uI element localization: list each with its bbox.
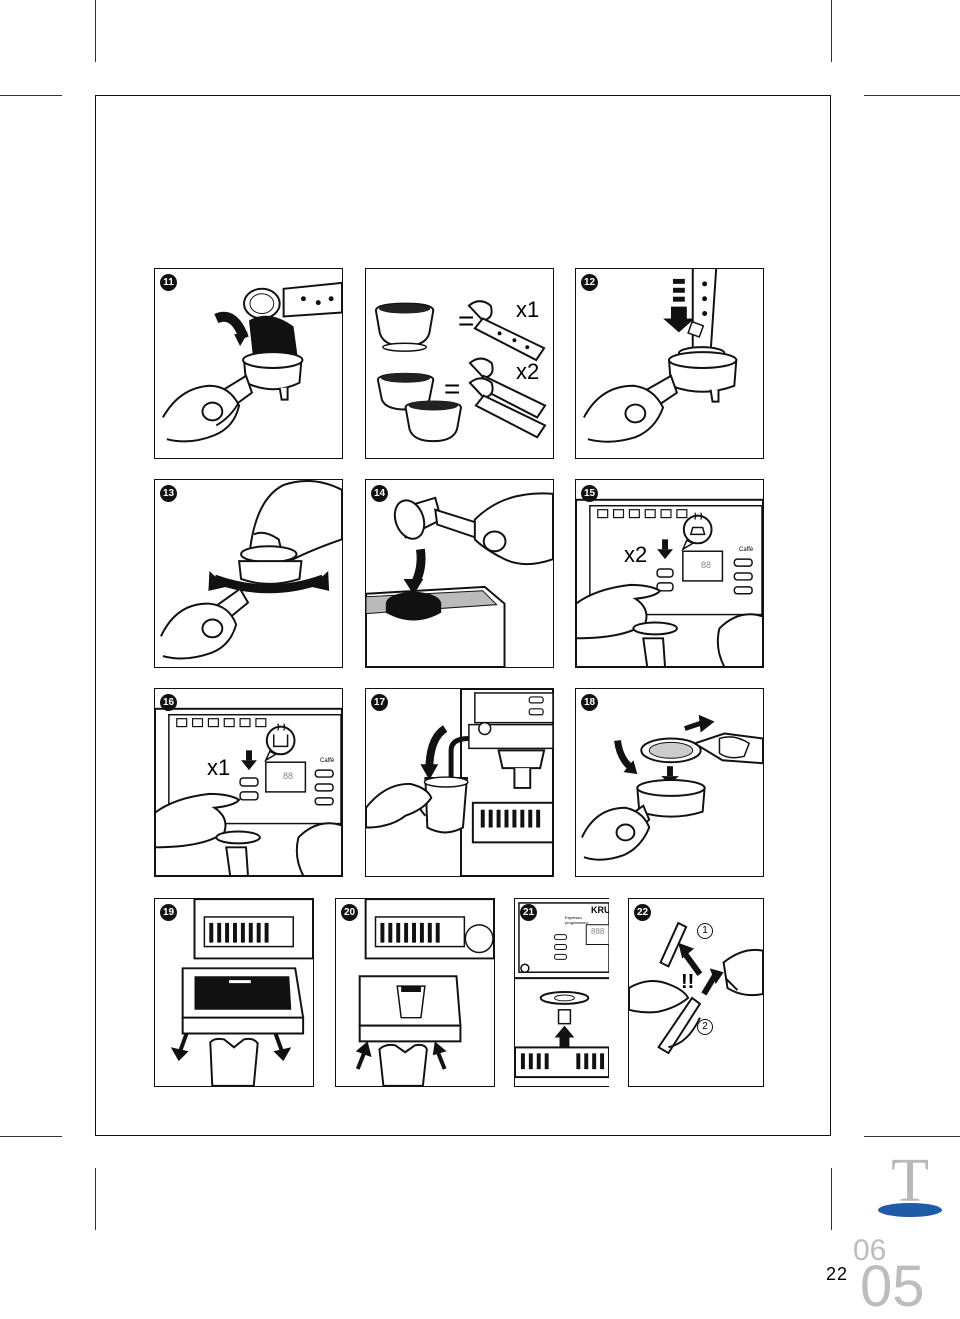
section-number-big: 05 xyxy=(860,1254,925,1319)
tamp-illustration xyxy=(583,269,738,443)
steam-wand-illustration xyxy=(366,689,553,876)
single-press-label: x1 xyxy=(207,755,231,780)
step-number: 20 xyxy=(341,904,358,921)
crop-mark xyxy=(864,1136,960,1137)
program-label: Espresso programmed xyxy=(565,915,588,925)
brand-logo-oval xyxy=(878,1203,942,1217)
panel-dose-guide: = x1 = x2 xyxy=(365,268,554,459)
remove-tray-illustration xyxy=(170,899,313,1086)
crop-mark xyxy=(864,95,960,96)
single-dose-label: x1 xyxy=(516,297,540,322)
panel-step-11: 11 xyxy=(154,268,343,459)
cafe-label: Caffè xyxy=(739,547,754,553)
dose-guide-illustration xyxy=(374,300,547,443)
brand-label: KRU xyxy=(591,905,609,915)
crop-mark xyxy=(831,0,832,62)
double-dose-label: x2 xyxy=(516,359,540,384)
panel-step-12: 12 xyxy=(575,268,764,459)
panel-step-13: 13 xyxy=(154,479,343,668)
step-marker-1: 1 xyxy=(697,923,713,939)
step-number: 15 xyxy=(581,485,598,502)
display-readout: 88 xyxy=(283,771,294,781)
insert-tray-illustration xyxy=(355,899,494,1086)
pad-filter-illustration xyxy=(581,714,763,861)
step-number: 17 xyxy=(371,694,388,711)
step-number: 16 xyxy=(160,694,177,711)
tool-use-illustration xyxy=(629,921,763,1055)
double-press-illustration xyxy=(576,498,763,667)
step-number: 19 xyxy=(160,904,177,921)
single-press-illustration xyxy=(155,707,342,876)
panel-step-17: 17 xyxy=(365,688,554,877)
step-number: 11 xyxy=(160,274,177,291)
crop-mark xyxy=(95,0,96,62)
step-number: 18 xyxy=(581,694,598,711)
knock-out-illustration xyxy=(366,492,553,667)
equals-sign: = xyxy=(458,305,475,336)
panel-step-22: 22 1 2 !! xyxy=(628,898,764,1087)
step-number: 12 xyxy=(581,274,598,291)
panel-step-19: 19 xyxy=(154,898,314,1087)
step-number: 14 xyxy=(371,485,388,502)
panel-step-20: 20 xyxy=(335,898,495,1087)
step-marker-2: 2 xyxy=(697,1019,713,1035)
brand-logo-letter: T xyxy=(891,1147,929,1215)
equals-sign: = xyxy=(444,373,461,404)
fill-coffee-illustration xyxy=(162,281,342,443)
panel-step-21: 21 KRU Espresso programmed 888 xyxy=(514,898,609,1087)
panel-step-16: 16 x1 Caffè 88 xyxy=(154,688,343,877)
crop-mark xyxy=(95,1168,96,1230)
crop-mark xyxy=(0,1136,62,1137)
page-number: 22 xyxy=(826,1264,849,1284)
crop-mark xyxy=(0,95,62,96)
display-readout: 888 xyxy=(591,927,605,936)
warning-marks: !! xyxy=(681,971,695,993)
panel-step-15: 15 x2 Caffè 88 xyxy=(575,479,764,668)
panel-step-14: 14 xyxy=(365,479,554,668)
page-frame xyxy=(95,95,831,1136)
shower-head-illustration xyxy=(515,902,609,1079)
step-number: 13 xyxy=(160,485,177,502)
panel-step-18: 18 xyxy=(575,688,764,877)
step-number: 22 xyxy=(634,904,651,921)
cafe-label: Caffè xyxy=(320,758,335,764)
display-readout: 88 xyxy=(701,560,712,570)
crop-mark xyxy=(831,1168,832,1230)
double-press-label: x2 xyxy=(624,542,648,567)
twist-illustration xyxy=(160,480,342,660)
step-number: 21 xyxy=(520,904,537,921)
section-number-small: 06 xyxy=(853,1234,887,1267)
